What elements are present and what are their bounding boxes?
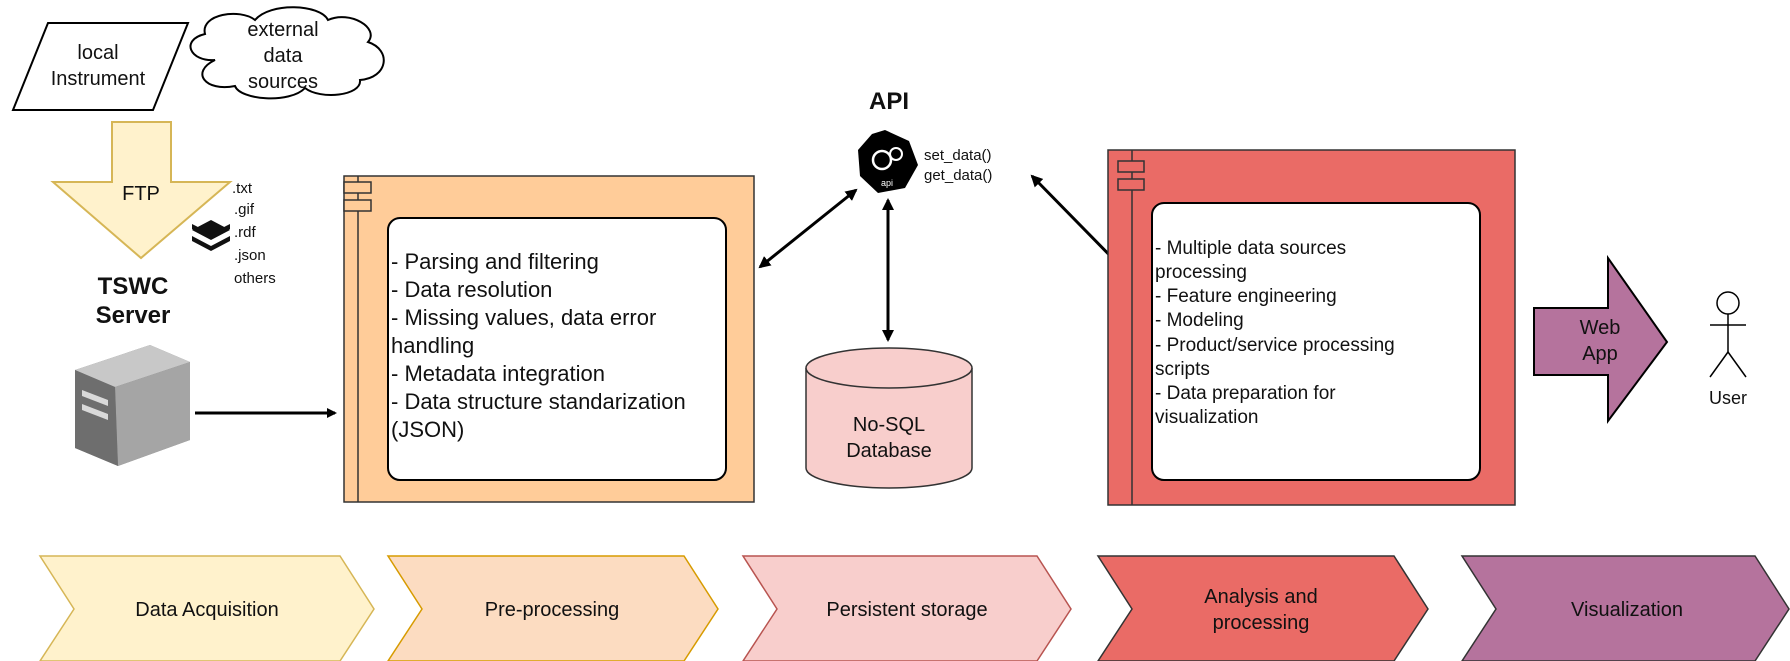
task-line: (JSON) xyxy=(391,416,465,442)
local-instrument-node: local Instrument xyxy=(11,22,190,111)
database-label-line-1: No-SQL xyxy=(853,414,925,436)
file-type-json: .json xyxy=(234,247,266,264)
user-label: User xyxy=(1709,388,1747,408)
external-label-line-2: data xyxy=(264,45,304,67)
preprocessing-task-panel xyxy=(387,217,727,481)
stage-visualization: Visualization xyxy=(1460,555,1790,661)
ftp-arrow: FTP xyxy=(50,121,233,260)
task-line: - Metadata integration xyxy=(391,360,606,386)
server-icon xyxy=(75,345,190,466)
stage-analysis: Analysis and processing xyxy=(1096,555,1429,661)
webapp-arrow: Web App xyxy=(1533,254,1669,425)
file-type-rdf: .rdf xyxy=(234,224,257,241)
analysis-component xyxy=(1107,149,1516,506)
api-icon xyxy=(858,130,918,193)
stage-label-line-1: Analysis and xyxy=(1204,586,1317,608)
external-label-line-3: sources xyxy=(248,71,318,93)
file-type-gif: .gif xyxy=(234,201,255,218)
component-tab-1 xyxy=(1117,160,1145,173)
task-line: handling xyxy=(391,332,475,358)
stage-label: Pre-processing xyxy=(485,599,620,621)
stage-label: Persistent storage xyxy=(826,599,987,621)
task-line: - Multiple data sources xyxy=(1155,238,1347,259)
webapp-label-line-1: Web xyxy=(1580,317,1621,339)
external-label-line-1: external xyxy=(247,19,318,41)
server-title-line-2: Server xyxy=(96,302,171,329)
database-label-line-2: Database xyxy=(846,440,932,462)
user-icon xyxy=(1716,291,1740,315)
api-node: API api set_data() get_data() xyxy=(858,88,992,193)
task-line: - Feature engineering xyxy=(1155,286,1337,308)
ftp-label: FTP xyxy=(122,183,160,205)
task-line: - Missing values, data error xyxy=(391,304,657,330)
analysis-task-panel xyxy=(1151,202,1481,481)
api-method-set: set_data() xyxy=(924,147,992,164)
preprocessing-component xyxy=(343,175,755,503)
instrument-label-line-2: Instrument xyxy=(51,68,146,90)
component-tab-2 xyxy=(343,199,372,212)
server-title-line-1: TSWC xyxy=(98,273,169,300)
task-line: - Parsing and filtering xyxy=(391,249,599,274)
file-types-list: .txt .gif .rdf .json others xyxy=(232,180,276,287)
tswc-server: TSWC Server xyxy=(75,273,190,466)
instrument-label-line-1: local xyxy=(77,42,118,64)
webapp-label-line-2: App xyxy=(1582,343,1618,365)
stage-label-line-2: processing xyxy=(1213,612,1310,634)
task-line: processing xyxy=(1155,262,1247,284)
file-type-others: others xyxy=(234,270,276,287)
stage-acquisition: Data Acquisition xyxy=(38,555,375,661)
user-actor xyxy=(1709,291,1747,378)
stage-preprocessing: Pre-processing xyxy=(386,555,719,661)
task-line: - Modeling xyxy=(1155,310,1244,332)
task-line: - Data preparation for xyxy=(1155,382,1336,404)
stage-storage: Persistent storage xyxy=(741,555,1072,661)
preprocessing-task-list: - Parsing and filtering - Data resolutio… xyxy=(391,248,686,444)
analysis-task-list: - Multiple data sources processing - Fea… xyxy=(1155,237,1395,430)
api-icon-text: api xyxy=(881,178,893,188)
nosql-database: No-SQL Database xyxy=(805,347,973,489)
task-line: visualization xyxy=(1155,406,1259,428)
stage-label: Data Acquisition xyxy=(135,599,278,621)
task-line: - Data resolution xyxy=(391,276,553,302)
file-type-txt: .txt xyxy=(232,180,253,197)
api-title: API xyxy=(869,88,909,115)
layers-icon xyxy=(192,220,230,251)
api-method-get: get_data() xyxy=(924,167,992,184)
preprocessing-api-arrow xyxy=(758,188,858,269)
task-line: - Product/service processing xyxy=(1155,334,1395,356)
component-tab-2 xyxy=(1117,178,1145,191)
external-data-sources-cloud: external data sources xyxy=(189,6,385,100)
task-line: - Data structure standarization xyxy=(391,388,686,414)
component-tab-1 xyxy=(343,181,372,194)
task-line: scripts xyxy=(1155,358,1210,380)
stage-label: Visualization xyxy=(1571,599,1683,621)
